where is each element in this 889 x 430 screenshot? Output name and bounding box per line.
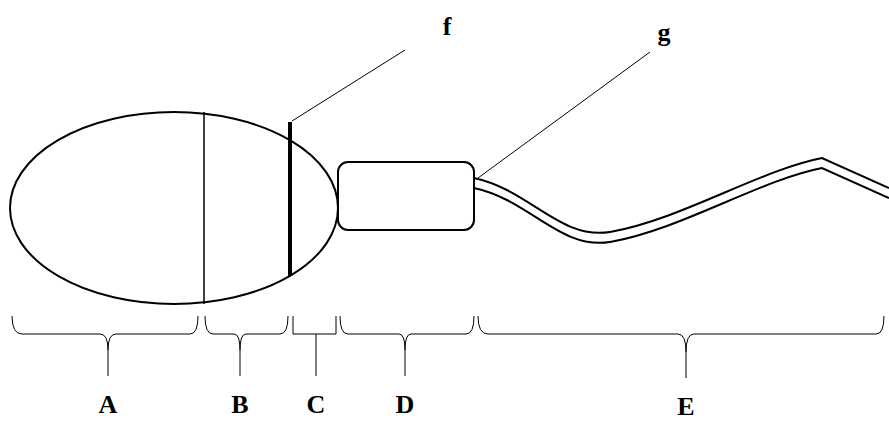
bracket xyxy=(340,316,474,350)
bracket xyxy=(405,350,406,376)
bracket xyxy=(108,350,109,376)
callout-letter: f xyxy=(443,14,452,40)
midpiece xyxy=(338,162,474,230)
bracket xyxy=(240,350,241,376)
part-letter: A xyxy=(99,392,118,418)
part-letter: E xyxy=(677,394,694,420)
bracket xyxy=(686,352,687,378)
leader-line xyxy=(292,50,405,121)
bracket xyxy=(293,316,336,334)
bracket xyxy=(478,316,884,352)
acrosome-boundary xyxy=(203,112,205,304)
bracket xyxy=(12,316,198,350)
callout-letter: g xyxy=(658,20,671,46)
part-letter: C xyxy=(307,392,326,418)
part-letter: B xyxy=(231,392,248,418)
tail-lower xyxy=(474,168,889,243)
nuclear-boundary xyxy=(288,122,292,276)
part-letter: D xyxy=(396,392,415,418)
head-outline xyxy=(10,112,338,304)
bracket xyxy=(316,334,317,376)
bracket xyxy=(205,316,288,350)
leader-line xyxy=(478,52,650,178)
